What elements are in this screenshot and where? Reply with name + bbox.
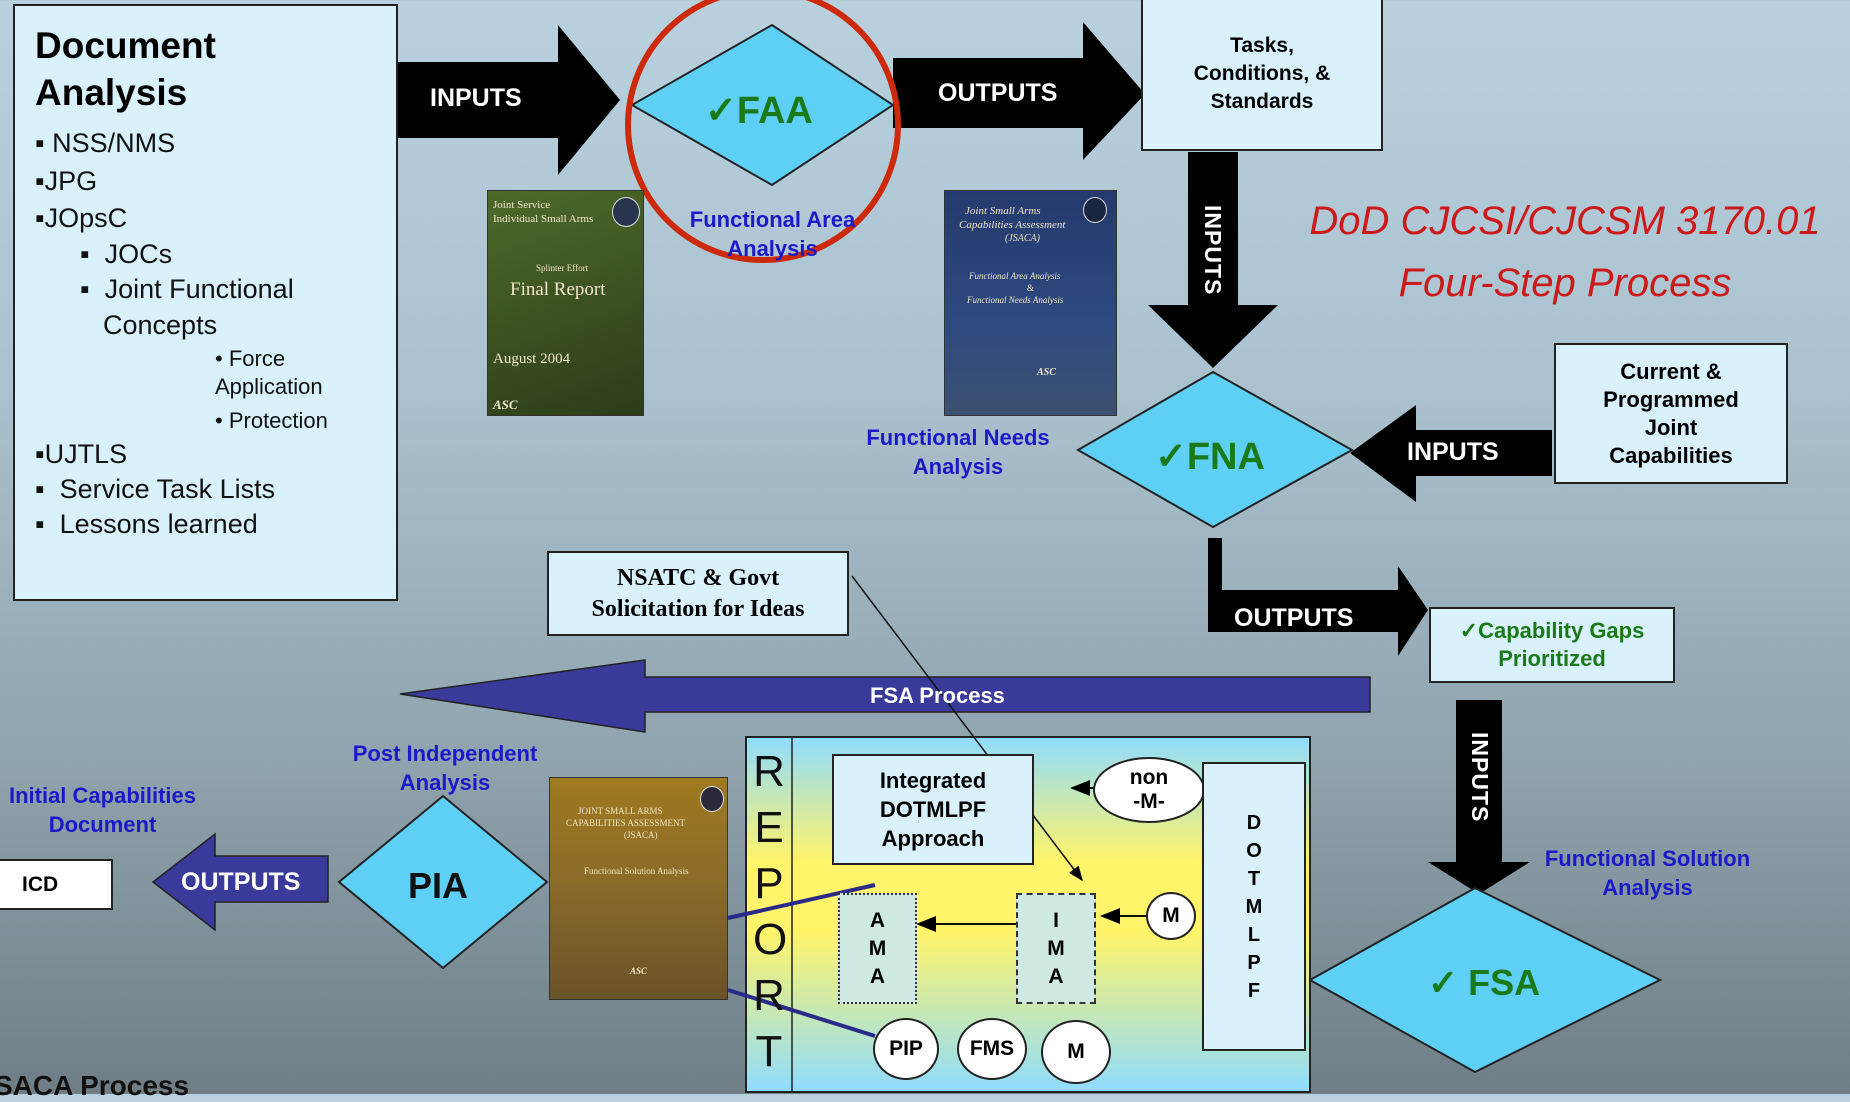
- dotmlpf-box: D O T M L P F: [1202, 762, 1306, 1051]
- arrow-inputs-faa: [395, 25, 620, 175]
- document-analysis-box: Document Analysis ▪ NSS/NMS ▪JPG ▪JOpsC …: [13, 4, 398, 601]
- current-capabilities-box: Current & Programmed Joint Capabilities: [1554, 343, 1788, 484]
- fna-diamond[interactable]: [1075, 370, 1355, 529]
- outputs-fna-label: OUTPUTS: [1234, 604, 1354, 632]
- emblem-icon: [612, 197, 640, 227]
- item-protection: Protection: [228, 408, 328, 433]
- item-jfc: Joint Functional: [104, 274, 294, 304]
- nsatc-connector: [851, 575, 1083, 882]
- faa-diamond[interactable]: [629, 23, 895, 187]
- final-report-cover: Joint Service Individual Small Arms Spli…: [487, 190, 644, 416]
- item-lessons: Lessons learned: [59, 509, 258, 539]
- inputs-fsa-label: INPUTS: [1467, 732, 1493, 823]
- faa-label[interactable]: ✓FAA: [705, 90, 813, 132]
- arrow-inputs-fsa: [1428, 700, 1530, 894]
- item-jocs: JOCs: [104, 239, 173, 269]
- outputs-ica-label: OUTPUTS: [181, 868, 301, 896]
- nsatc-box: NSATC & Govt Solicitation for Ideas: [547, 551, 849, 636]
- footer-caption: SACA Process: [0, 1070, 190, 1101]
- outputs-faa-label: OUTPUTS: [938, 79, 1058, 107]
- arrow-outputs-fna: [1208, 538, 1428, 656]
- m-circle-bottom: M: [1041, 1020, 1111, 1084]
- arrow-inputs-fna: [1350, 405, 1552, 502]
- fsa-process-label: FSA Process: [870, 683, 1005, 708]
- fsa-diamond[interactable]: [1307, 886, 1663, 1074]
- item-jopsc: JOpsC: [44, 203, 128, 233]
- process-title: DoD CJCSI/CJCSM 3170.01 Four-Step Proces…: [1309, 199, 1821, 305]
- arrow-inputs-down: [1148, 152, 1278, 368]
- tasks-box: Tasks, Conditions, & Standards: [1141, 0, 1383, 151]
- arrow-outputs-faa: [893, 22, 1145, 160]
- inputs-faa-label: INPUTS: [430, 84, 522, 112]
- capability-gaps-box: ✓Capability Gaps Prioritized: [1429, 607, 1675, 683]
- jsaca-fsa-cover: JOINT SMALL ARMS CAPABILITIES ASSESSMENT…: [549, 777, 728, 1000]
- item-nss: NSS/NMS: [52, 128, 176, 158]
- inputs-fna-label: INPUTS: [1407, 438, 1499, 466]
- pia-label[interactable]: PIA: [408, 865, 469, 906]
- faa-highlight-ring: [625, 0, 901, 263]
- pip-circle: PIP: [873, 1018, 939, 1080]
- fna-label[interactable]: ✓FNA: [1155, 436, 1265, 478]
- emblem-icon: [1083, 197, 1107, 223]
- m-circle-top: M: [1146, 892, 1196, 940]
- item-ujtls: UJTLS: [44, 439, 128, 469]
- arrow-fsa-process: [399, 659, 1371, 733]
- fms-circle: FMS: [957, 1018, 1027, 1080]
- integrated-dotmlpf-box: Integrated DOTMLPF Approach: [832, 754, 1034, 865]
- pia-diamond[interactable]: [337, 794, 549, 970]
- inputs-down-label: INPUTS: [1200, 205, 1226, 296]
- emblem-icon: [700, 786, 724, 812]
- arrow-outputs-ica: [151, 832, 329, 932]
- fsa-label[interactable]: ✓ FSA: [1428, 962, 1541, 1003]
- jsaca-faa-fna-cover: Joint Small Arms Capabilities Assessment…: [944, 190, 1117, 416]
- document-analysis-title: Document: [35, 25, 216, 66]
- icd-box: ICD: [0, 859, 113, 910]
- non-m-circle: non-M-: [1093, 757, 1205, 823]
- item-service-task-lists: Service Task Lists: [59, 474, 276, 504]
- item-jpg: JPG: [44, 166, 98, 196]
- item-force: Force: [228, 346, 286, 371]
- report-letters: R E P O R T: [753, 747, 788, 1076]
